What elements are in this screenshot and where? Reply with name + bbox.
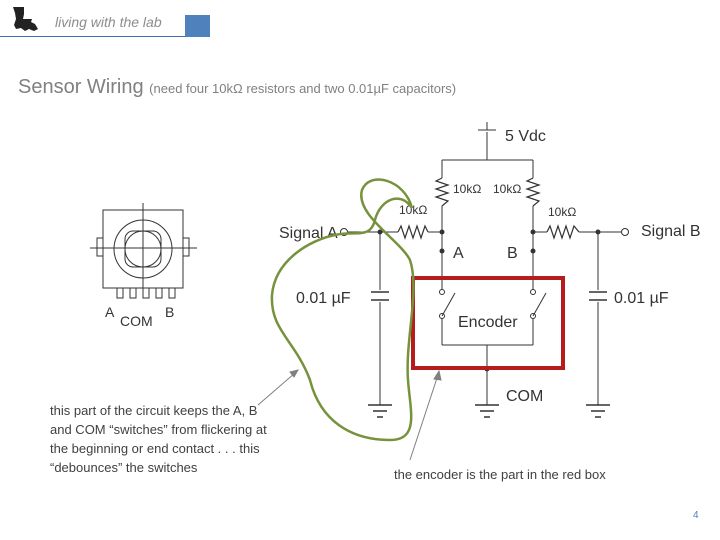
encoder-pin-a-label: A — [105, 304, 115, 320]
signal-a-label: Signal A — [279, 225, 338, 242]
node-b-label: B — [507, 245, 518, 262]
header-title: living with the lab — [55, 14, 162, 30]
node-a-label: A — [453, 245, 464, 262]
com-label: COM — [506, 388, 543, 405]
callout-arrows — [257, 369, 442, 461]
debounce-caption: this part of the circuit keeps the A, B … — [50, 403, 267, 475]
encoder-label: Encoder — [458, 314, 518, 331]
supply-label: 5 Vdc — [505, 128, 546, 145]
louisiana-state-icon — [10, 5, 40, 33]
series-right-label: 10kΩ — [548, 205, 576, 219]
capacitor-icons — [371, 291, 607, 301]
pullup-right-label: 10kΩ — [493, 182, 521, 196]
encoder-drawing — [90, 203, 197, 299]
slide-title-subtitle: (need four 10kΩ resistors and two 0.01µF… — [149, 81, 457, 96]
ground-icons — [368, 404, 610, 418]
circuit-wires — [348, 132, 621, 405]
page-number: 4 — [693, 510, 699, 521]
encoder-caption: the encoder is the part in the red box — [394, 467, 606, 482]
debounce-loop-outline — [270, 178, 415, 442]
cap-left-label: 0.01 µF — [296, 290, 351, 307]
node-dots — [377, 229, 601, 372]
encoder-pin-com-label: COM — [120, 313, 153, 329]
header-accent-box — [185, 15, 210, 37]
resistor-icons — [397, 177, 580, 240]
slide-title-main: Sensor Wiring — [18, 76, 144, 98]
signal-b-label: Signal B — [641, 223, 701, 240]
switch-icons — [439, 289, 547, 319]
pullup-left-label: 10kΩ — [453, 182, 481, 196]
header-rule — [0, 36, 185, 37]
cap-right-label: 0.01 µF — [614, 290, 669, 307]
encoder-pin-b-label: B — [165, 304, 174, 320]
signal-b-terminal-icon — [621, 228, 629, 236]
slide-title: Sensor Wiring (need four 10kΩ resistors … — [18, 76, 456, 99]
series-left-label: 10kΩ — [399, 203, 427, 217]
encoder-highlight-box — [411, 276, 565, 370]
supply-arrow-icon — [478, 122, 496, 131]
